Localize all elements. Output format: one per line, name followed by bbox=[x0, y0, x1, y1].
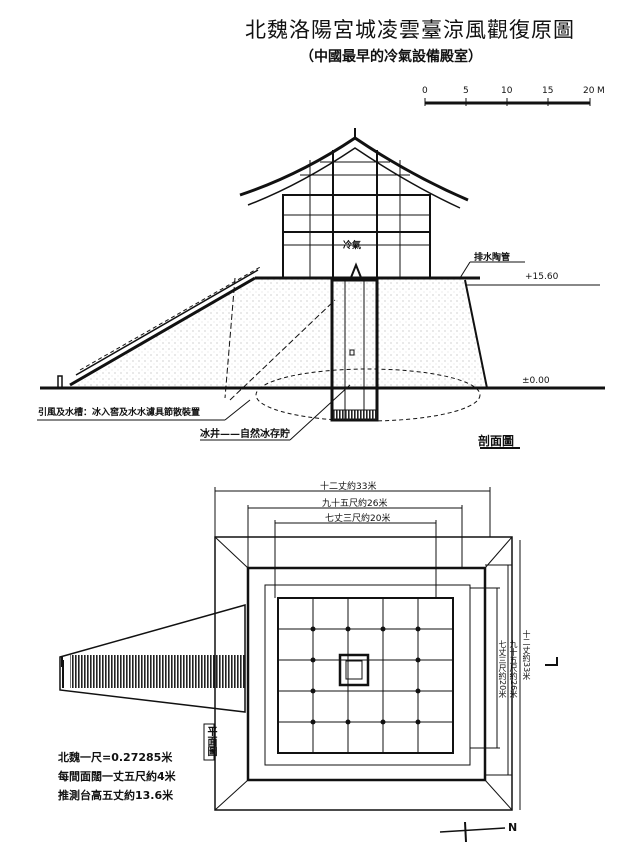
dim-vertical: 十二丈約33米 bbox=[522, 630, 531, 681]
hall-grid bbox=[277, 597, 454, 754]
plan-caption: 平面圖 bbox=[205, 726, 216, 756]
platform-outer bbox=[214, 536, 513, 811]
elevation-top: +15.60 bbox=[525, 272, 559, 282]
plan-drawing bbox=[59, 487, 558, 843]
scale-tick: 20 bbox=[583, 86, 595, 96]
dim-horizontal: 七丈三尺約20米 bbox=[325, 514, 391, 524]
legend-item: 每間面闊一丈五尺約4米 bbox=[58, 770, 176, 783]
dim-vertical: 七丈三尺約20米 bbox=[498, 640, 507, 699]
page-title: 北魏洛陽宮城凌雲臺涼風觀復原圖 bbox=[245, 18, 575, 42]
scale-unit: M bbox=[597, 86, 605, 96]
elevation-ground: ±0.00 bbox=[522, 376, 550, 386]
ramp bbox=[59, 604, 246, 713]
center-label: 冷氣 bbox=[343, 241, 362, 251]
well-label: 冰井——自然冰存貯 bbox=[200, 429, 290, 440]
pavilion bbox=[239, 128, 469, 279]
legend-item: 北魏一尺=0.27285米 bbox=[58, 751, 173, 764]
legend-item: 推測台高五丈約13.6米 bbox=[58, 789, 174, 802]
ice-well bbox=[330, 262, 379, 422]
scale-tick: 5 bbox=[463, 86, 469, 96]
well-opening bbox=[338, 653, 370, 687]
section-caption: 剖面圖 bbox=[478, 434, 515, 448]
north-label: N bbox=[508, 821, 518, 834]
scale-bar bbox=[424, 98, 591, 106]
dim-horizontal: 九十五尺約26米 bbox=[322, 499, 388, 509]
drain-label: 排水陶管 bbox=[474, 253, 511, 263]
stairs bbox=[69, 265, 263, 387]
dim-vertical: 九十五尺約26米 bbox=[509, 640, 518, 699]
scale-tick: 10 bbox=[501, 86, 513, 96]
dim-horizontal: 十二丈約33米 bbox=[320, 482, 377, 492]
mound bbox=[70, 278, 487, 388]
section-drawing bbox=[37, 128, 605, 449]
legend: 北魏一尺=0.27285米 每間面闊一丈五尺約4米 推測台高五丈約13.6米 bbox=[58, 748, 176, 805]
ice-storage-zone bbox=[255, 368, 481, 422]
north-arrow bbox=[439, 827, 506, 833]
scale-tick: 0 bbox=[422, 86, 428, 96]
scale-tick: 15 bbox=[542, 86, 554, 96]
page-subtitle: （中國最早的冷氣設備殿室） bbox=[300, 49, 482, 65]
channel-label: 引風及水槽：冰入窖及水水濾具節散裝置 bbox=[38, 408, 201, 418]
column-dots bbox=[310, 626, 421, 725]
